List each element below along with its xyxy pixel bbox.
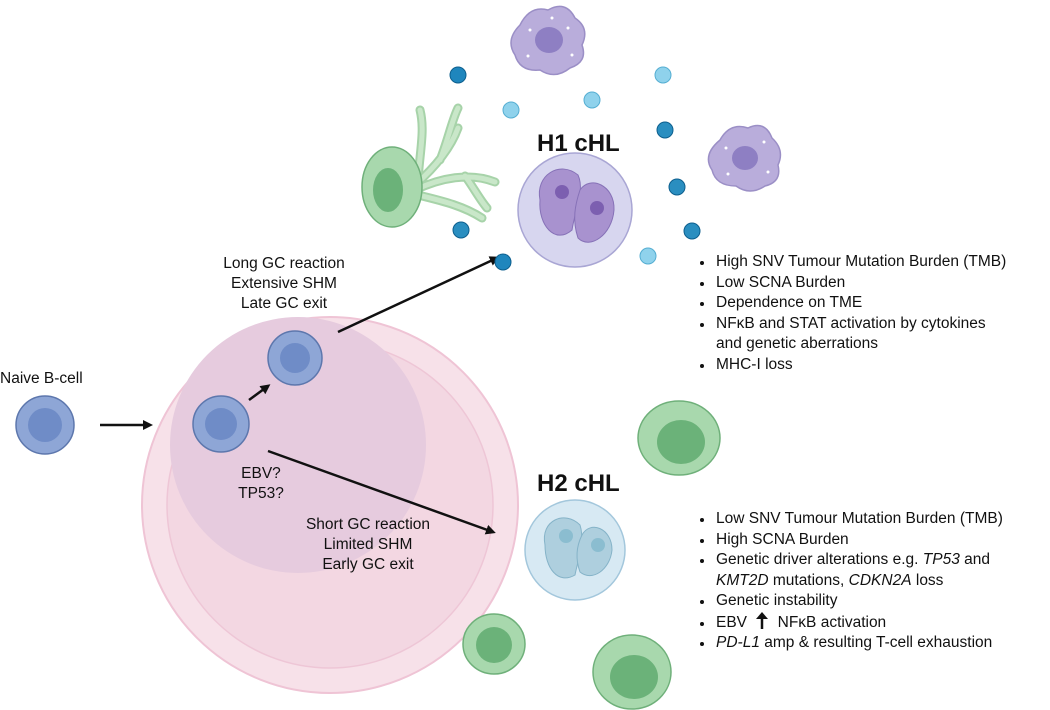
factor-ebv: EBV?: [241, 465, 281, 482]
gc-b-cell-1: [192, 395, 250, 453]
macrophage-right: [707, 124, 782, 192]
cytokines: [449, 66, 701, 271]
h2-gc-line-1: Short GC reaction: [305, 516, 431, 533]
h2-feature: PD-L1 amp & resulting T-cell exhaustion: [714, 633, 1050, 654]
h1-gc-line-2: Extensive SHM: [231, 275, 337, 292]
h1-feature: MHC-I loss: [714, 355, 1050, 376]
h1-title: H1 cHL: [537, 130, 620, 157]
h2-gc-description: Short GC reaction Limited SHM Early GC e…: [280, 515, 456, 575]
h2-feature-text: loss: [911, 571, 944, 589]
h2-feature: Low SNV Tumour Mutation Burden (TMB): [714, 509, 1050, 530]
h1-feature: Low SCNA Burden: [714, 273, 1050, 294]
germinal-center: [141, 316, 519, 694]
h2-feature-text: mutations,: [768, 571, 849, 589]
h2-feature: Genetic driver alterations e.g. TP53 and…: [714, 550, 1050, 591]
gene-kmt2d: KMT2D: [716, 571, 769, 589]
h1-feature-line-1: NFκB and STAT activation by cytokines: [716, 314, 986, 332]
h1-rs-cell: [517, 152, 633, 268]
factor-tp53: TP53?: [238, 485, 284, 502]
h1-gc-line-3: Late GC exit: [240, 295, 328, 312]
h1-feature: Dependence on TME: [714, 293, 1050, 314]
h1-gc-description: Long GC reaction Extensive SHM Late GC e…: [196, 254, 372, 314]
up-arrow-icon: [756, 611, 769, 629]
gene-pdl1: PD-L1: [716, 634, 760, 651]
arrow-gc-cell-to-cell: [248, 384, 271, 402]
gc-b-cell-2: [267, 330, 323, 386]
arrow-to-h1: [337, 256, 500, 334]
ebv-text: EBV: [716, 613, 748, 631]
h2-feature-text: and: [959, 551, 991, 568]
h1-feature: High SNV Tumour Mutation Burden (TMB): [714, 252, 1050, 273]
h2-factors: EBV? TP53?: [230, 464, 292, 504]
h2-feature-text: Genetic driver alterations e.g.: [716, 551, 923, 568]
naive-b-cell: [15, 395, 75, 455]
h1-gc-line-1: Long GC reaction: [223, 255, 345, 272]
h2-title: H2 cHL: [537, 470, 620, 497]
h1-feature: NFκB and STAT activation by cytokines and…: [714, 314, 1050, 355]
h2-gc-line-3: Early GC exit: [322, 556, 414, 573]
h2-feature: High SCNA Burden: [714, 530, 1050, 551]
h2-feature: Genetic instability: [714, 591, 1050, 612]
h2-features-list: Low SNV Tumour Mutation Burden (TMB) Hig…: [690, 509, 1050, 654]
h2-gc-line-2: Limited SHM: [323, 536, 413, 553]
arrow-to-h2: [267, 449, 496, 535]
naive-b-cell-label: Naive B-cell: [0, 370, 83, 387]
h2-feature: EBV NFκB activation: [714, 611, 1050, 634]
gene-tp53: TP53: [922, 551, 960, 568]
gene-cdkn2a: CDKN2A: [848, 571, 912, 589]
h1-feature-line-2: and genetic aberrations: [716, 335, 879, 352]
macrophage-top: [510, 5, 586, 76]
t-cell-bottom-left: [462, 613, 526, 675]
h1-features-list: High SNV Tumour Mutation Burden (TMB) Lo…: [690, 252, 1050, 375]
h2-feature-text: amp & resulting T-cell exhaustion: [759, 634, 993, 651]
dendritic-cell: [361, 103, 500, 228]
h2-hrs-cell: [524, 499, 626, 601]
nfkb-activation-text: NFκB activation: [777, 613, 887, 631]
t-cell-bottom-right: [592, 634, 672, 710]
t-cell-top-right: [637, 400, 721, 476]
